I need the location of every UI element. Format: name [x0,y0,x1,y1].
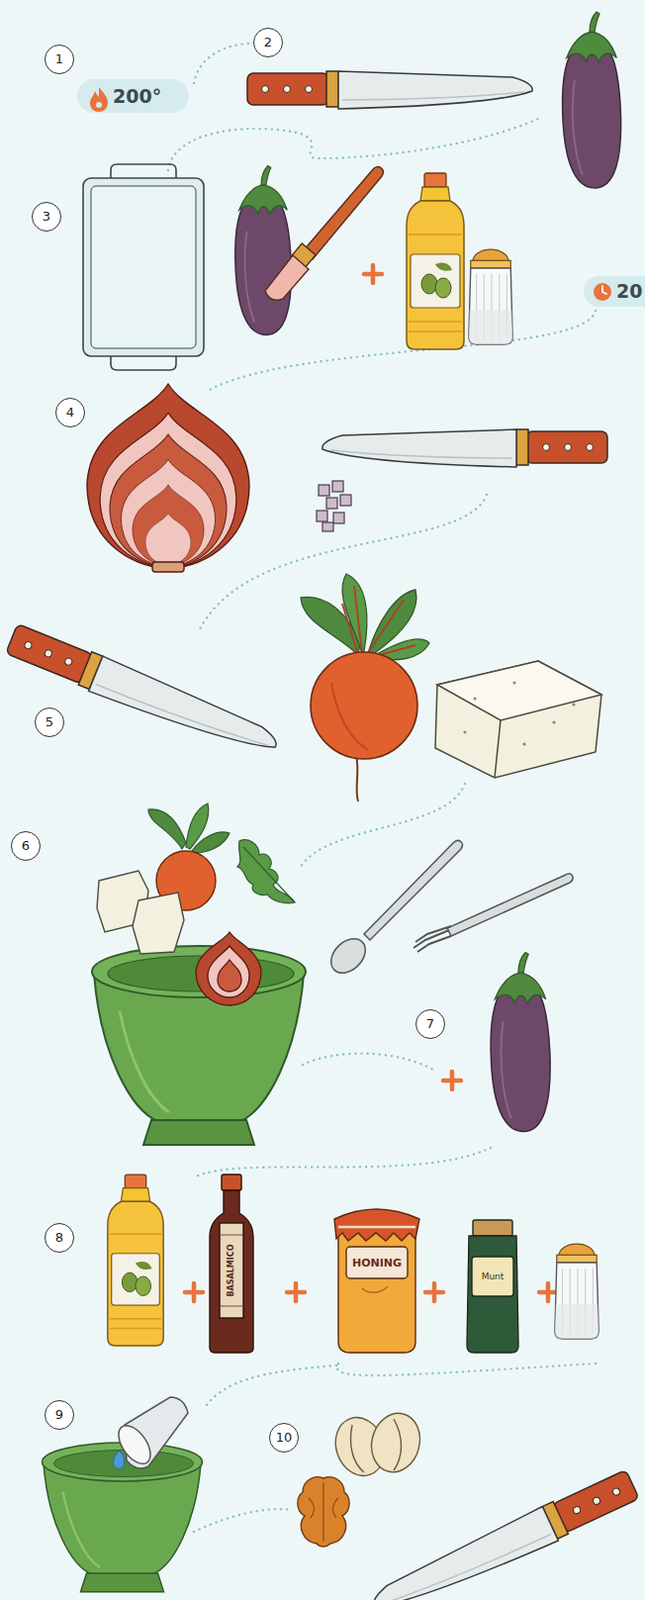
step-number: 9 [44,1399,75,1430]
step-number: 1 [44,44,75,75]
step-number: 4 [55,397,86,428]
step-number-text: 4 [66,405,75,420]
time-text: 20 [616,280,643,302]
step-number-text: 1 [55,52,64,67]
step-number: 7 [415,1009,446,1039]
time-badge: 200° [77,79,189,113]
step-number: 2 [253,27,283,58]
step-number: 10 [269,1422,299,1453]
step-number-text: 6 [21,838,30,853]
step-number-text: 5 [45,715,54,730]
step-number: 6 [10,830,41,861]
jar-label: HONING [352,1257,402,1269]
step-number-text: 3 [42,209,51,224]
step-number: 3 [31,201,62,232]
jar-label: Munt [481,1272,505,1282]
step-number-text: 10 [276,1430,293,1445]
step-number-text: 2 [264,35,273,50]
bottle-label: BASALMICO [227,1244,236,1297]
step-number-text: 8 [55,1230,64,1245]
step-number-text: 7 [426,1016,435,1031]
step-number-text: 9 [55,1407,64,1422]
time-text: 200° [112,86,162,107]
time-badge: 20 [583,276,645,307]
step-number: 8 [44,1222,75,1253]
step-number: 5 [34,707,65,738]
